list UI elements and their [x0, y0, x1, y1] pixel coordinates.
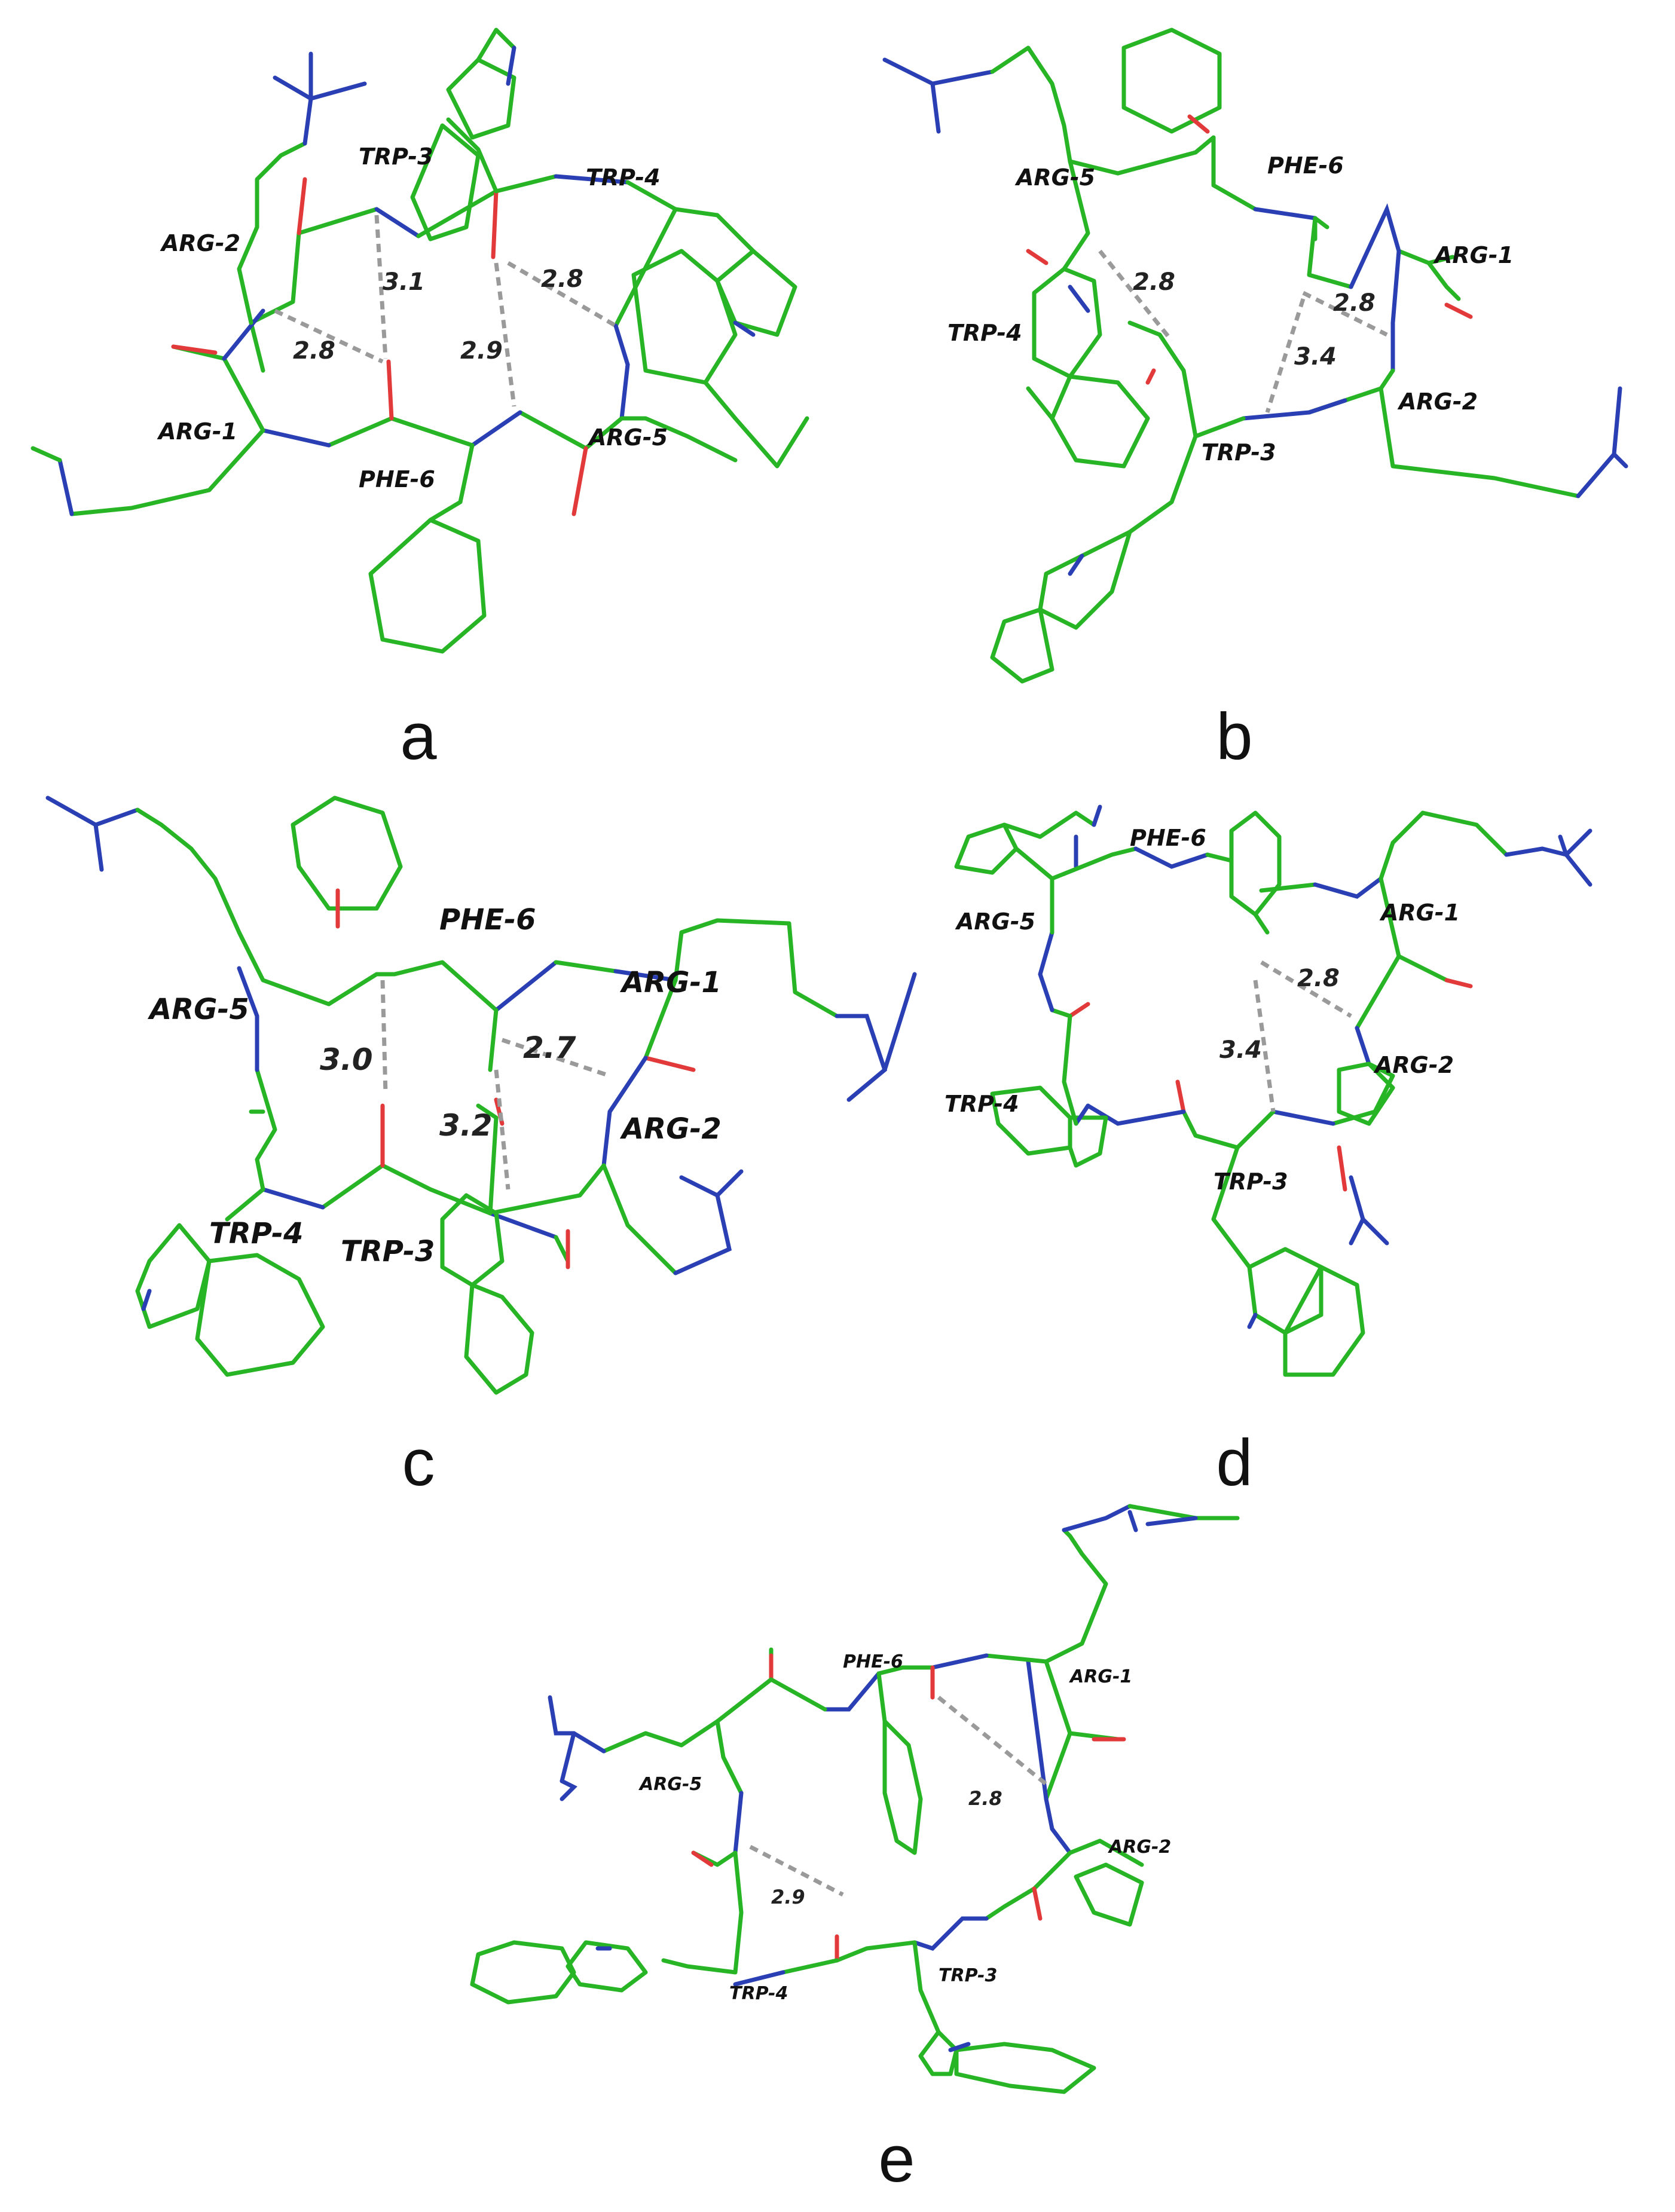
- distance-label: 3.0: [320, 1042, 373, 1077]
- residue-label: ARG-1: [1433, 242, 1514, 268]
- residue-label: PHE-6: [1130, 825, 1206, 851]
- residue-label: ARG-5: [955, 908, 1035, 935]
- residue-label: TRP-4: [209, 1217, 303, 1250]
- distance-label: 2.8: [1333, 289, 1376, 317]
- residue-label: TRP-4: [729, 1983, 788, 2004]
- hbond-line: [380, 980, 388, 1094]
- hbond-line: [1260, 960, 1352, 1018]
- hbond-line: [507, 261, 617, 328]
- residue-label: ARG-1: [619, 966, 722, 999]
- residue-label: TRP-4: [947, 320, 1022, 346]
- molecule-d-bonds: [954, 804, 1593, 1377]
- distance-label: 3.1: [383, 268, 425, 296]
- distance-label: 2.8: [1133, 268, 1175, 296]
- residue-label: ARG-5: [587, 424, 668, 451]
- residue-label: ARG-2: [1108, 1837, 1171, 1858]
- hbond-line: [1098, 249, 1173, 342]
- residue-label: PHE-6: [843, 1651, 903, 1672]
- panel-letter: d: [1216, 1426, 1252, 1500]
- residue-label: TRP-3: [939, 1965, 997, 1986]
- residue-label: ARG-2: [619, 1112, 722, 1146]
- panel-letter: c: [402, 1426, 435, 1500]
- hbond-line: [494, 1069, 511, 1190]
- distance-label: 2.9: [460, 337, 503, 365]
- molecule-a-bonds: [30, 27, 809, 654]
- panel-c: PHE-6 ARG-5 ARG-1 ARG-2 TRP-4 TRP-3 3.0 …: [45, 796, 917, 1500]
- distance-label: 3.2: [439, 1108, 493, 1143]
- hbond-line: [1253, 980, 1276, 1112]
- residue-label: ARG-5: [147, 993, 249, 1026]
- distance-label: 2.7: [523, 1030, 576, 1065]
- molecule-e-hbonds: [749, 1696, 1048, 1897]
- molecule-e-bonds: [470, 1504, 1240, 2094]
- distance-label: 2.8: [968, 1787, 1002, 1810]
- panel-letter: a: [400, 700, 437, 773]
- residue-label: TRP-4: [945, 1091, 1019, 1117]
- hbond-line: [749, 1844, 844, 1897]
- hbond-line: [494, 262, 516, 407]
- distance-label: 2.8: [293, 337, 335, 365]
- distance-label: 3.4: [1294, 343, 1337, 371]
- distance-label: 2.8: [541, 265, 583, 293]
- residue-label: PHE-6: [1267, 152, 1344, 179]
- panel-a: TRP-3 TRP-4 ARG-2 ARG-1 PHE-6 ARG-5 3.1 …: [30, 27, 809, 773]
- molecule-b-bonds: [882, 27, 1628, 684]
- panel-letter: e: [878, 2122, 915, 2196]
- residue-label: ARG-2: [1373, 1052, 1454, 1078]
- hbond-line: [1265, 298, 1306, 414]
- panel-letter: b: [1216, 700, 1252, 773]
- residue-label: ARG-1: [1379, 900, 1460, 926]
- hbond-line: [1302, 290, 1388, 337]
- hbond-line: [937, 1696, 1048, 1786]
- residue-label: TRP-3: [1202, 439, 1276, 466]
- distance-label: 2.9: [771, 1886, 805, 1908]
- residue-label: ARG-2: [160, 230, 240, 256]
- hbond-line: [374, 215, 388, 359]
- panel-e: PHE-6 ARG-1 ARG-5 ARG-2 TRP-4 TRP-3 2.8 …: [470, 1504, 1240, 2196]
- distance-label: 3.4: [1219, 1036, 1262, 1064]
- residue-label: TRP-3: [341, 1235, 435, 1268]
- molecule-c-hbonds: [380, 980, 611, 1190]
- molecule-a-hbonds: [274, 215, 617, 407]
- residue-label: TRP-4: [586, 164, 661, 191]
- molecule-b-hbonds: [1098, 249, 1388, 414]
- residue-label: ARG-2: [1397, 388, 1478, 415]
- molecule-d-hbonds: [1253, 960, 1352, 1112]
- residue-label: ARG-5: [1014, 164, 1095, 191]
- panel-b: ARG-5 PHE-6 ARG-1 TRP-4 ARG-2 TRP-3 2.8 …: [882, 27, 1628, 773]
- residue-label: PHE-6: [359, 466, 435, 492]
- residue-label: PHE-6: [439, 903, 536, 937]
- residue-label: ARG-5: [638, 1774, 702, 1795]
- residue-label: ARG-1: [157, 418, 237, 445]
- residue-label: ARG-1: [1069, 1666, 1132, 1687]
- residue-label: TRP-3: [1214, 1168, 1288, 1195]
- panel-d: PHE-6 ARG-5 ARG-1 ARG-2 TRP-4 TRP-3 2.8 …: [945, 804, 1593, 1500]
- residue-label: TRP-3: [359, 143, 433, 170]
- distance-label: 2.8: [1297, 965, 1340, 992]
- hbond-line: [501, 1038, 611, 1078]
- hbond-line: [274, 308, 384, 364]
- molecule-c-bonds: [45, 796, 917, 1395]
